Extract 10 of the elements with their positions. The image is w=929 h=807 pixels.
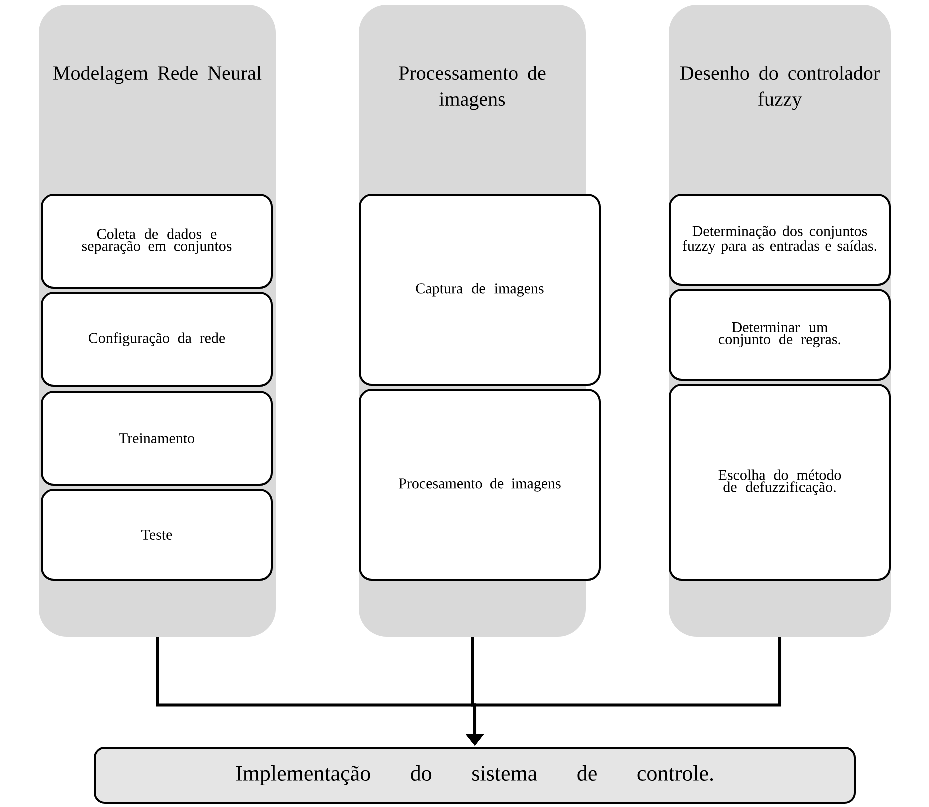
step-box: Configuração da rede — [41, 292, 273, 387]
step-box: Teste — [41, 489, 273, 581]
step-box: Determinar um conjunto de regras. — [669, 289, 891, 381]
step-box: Procesamento de imagens — [359, 389, 601, 581]
step-box: Coleta de dados e separação em conjuntos — [41, 194, 273, 289]
step-box: Escolha do método de defuzzificação. — [669, 384, 891, 581]
step-box: Determinação dos conjuntos fuzzy para as entradas e saídas. — [669, 194, 891, 286]
step-box: Captura de imagens — [359, 194, 601, 386]
result-box: Implementação do sistema de controle. — [94, 747, 856, 804]
step-box: Treinamento — [41, 391, 273, 486]
